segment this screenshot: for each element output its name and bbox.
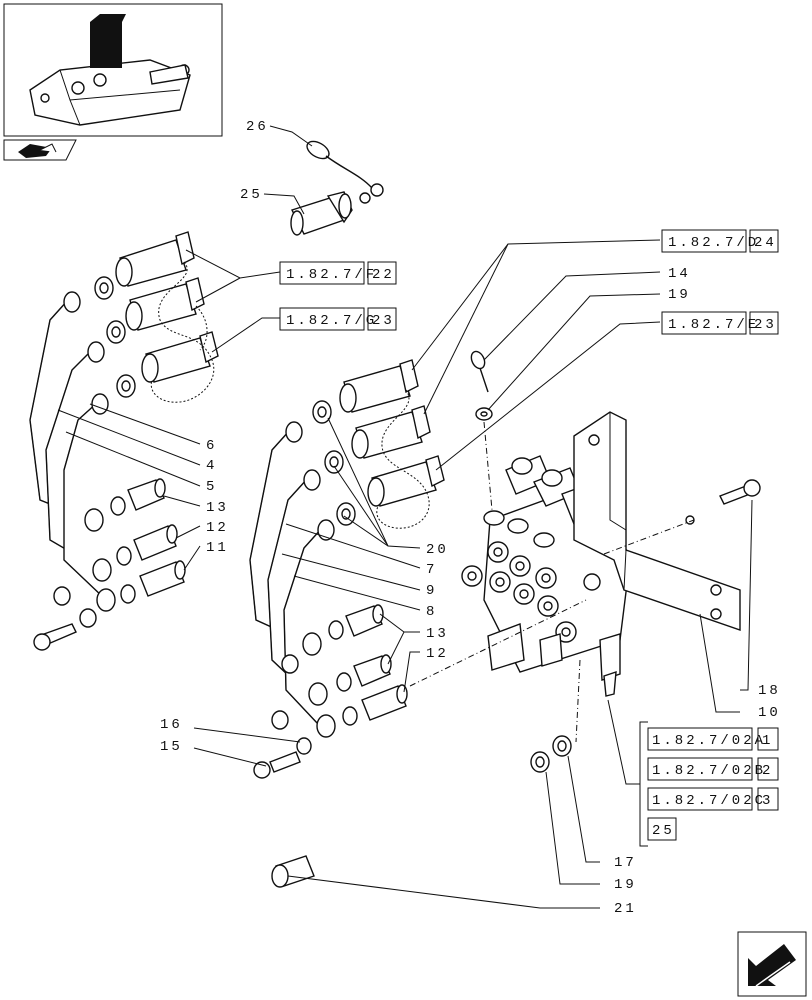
seals-left xyxy=(94,276,136,398)
ref-num: 24 xyxy=(754,235,777,251)
callout-17: 17 xyxy=(614,855,637,871)
part-17-19-washers xyxy=(530,735,572,773)
ref-code: 1.82.7/D xyxy=(668,235,759,251)
center-lines xyxy=(409,421,695,743)
callout-13-left: 13 xyxy=(206,500,229,516)
callout-19-top: 19 xyxy=(668,287,691,303)
ref-box-1-82-7-f[interactable]: 1.82.7/F 22 xyxy=(279,261,397,285)
mounting-bracket xyxy=(573,411,741,631)
ref-box-1-82-7-02c[interactable]: 1.82.7/02C 3 xyxy=(647,787,779,811)
callout-18: 18 xyxy=(758,683,781,699)
ref-box-1-82-7-02a[interactable]: 1.82.7/02A 1 xyxy=(647,727,779,751)
callout-10: 10 xyxy=(758,705,781,721)
ref-num: 2 xyxy=(762,763,773,779)
hoses-left xyxy=(29,291,116,612)
part-18-bolt xyxy=(719,479,761,505)
ref-box-1-82-7-02b[interactable]: 1.82.7/02B 2 xyxy=(647,757,779,781)
ref-box-25[interactable]: 25 xyxy=(647,817,677,841)
ref-code: 1.82.7/G xyxy=(286,313,377,329)
callout-12-left: 12 xyxy=(206,520,229,536)
part-25-dust-cap xyxy=(290,191,353,236)
callout-numbers: 26 25 6 4 5 13 12 11 14 19 20 7 9 8 13 1… xyxy=(160,119,781,917)
adapters-center xyxy=(253,604,408,779)
ref-box-1-82-7-g[interactable]: 1.82.7/G 23 xyxy=(279,307,397,331)
ref-code: 1.82.7/E xyxy=(668,317,759,333)
callout-14: 14 xyxy=(668,266,691,282)
seals-center xyxy=(312,400,356,526)
callout-20: 20 xyxy=(426,542,449,558)
next-page-arrow-icon[interactable] xyxy=(737,931,807,997)
part-21-plug xyxy=(271,855,315,888)
coupler-group-center xyxy=(339,359,445,529)
callout-12-center: 12 xyxy=(426,646,449,662)
ref-box-1-82-7-e[interactable]: 1.82.7/E 23 xyxy=(661,311,779,335)
callout-21: 21 xyxy=(614,901,637,917)
callout-26: 26 xyxy=(246,119,269,135)
ref-bracket-group xyxy=(639,721,648,847)
part-26-lanyard xyxy=(306,140,384,204)
leader-lines xyxy=(57,125,753,909)
ref-code: 1.82.7/02C xyxy=(652,793,766,809)
callout-15: 15 xyxy=(160,739,183,755)
ref-num: 3 xyxy=(762,793,773,809)
callout-11: 11 xyxy=(206,540,229,556)
ref-code: 1.82.7/02B xyxy=(652,763,766,779)
callout-6: 6 xyxy=(206,438,217,454)
callout-9: 9 xyxy=(426,583,437,599)
ref-code: 1.82.7/02A xyxy=(652,733,766,749)
callout-19-bottom: 19 xyxy=(614,877,637,893)
callout-4: 4 xyxy=(206,458,217,474)
ref-box-1-82-7-d[interactable]: 1.82.7/D 24 xyxy=(661,229,779,253)
ref-num: 22 xyxy=(372,267,395,283)
hoses-center xyxy=(249,421,336,738)
ref-num: 25 xyxy=(652,823,675,839)
callout-7: 7 xyxy=(426,562,437,578)
reference-boxes: 1.82.7/F 22 1.82.7/G 23 1.82.7/D 24 1.82… xyxy=(279,229,779,847)
ref-num: 23 xyxy=(754,317,777,333)
callout-13-center: 13 xyxy=(426,626,449,642)
locator-thumbnail[interactable] xyxy=(3,3,223,137)
callout-5: 5 xyxy=(206,479,217,495)
ref-num: 1 xyxy=(762,733,773,749)
part-14-eye-bolt xyxy=(470,350,493,421)
callout-8: 8 xyxy=(426,604,437,620)
coupler-group-left xyxy=(115,231,219,403)
ref-code: 1.82.7/F xyxy=(286,267,377,283)
adapters-left xyxy=(33,478,186,651)
callout-16: 16 xyxy=(160,717,183,733)
callout-25: 25 xyxy=(240,187,263,203)
view-icon[interactable] xyxy=(3,139,77,161)
ref-num: 23 xyxy=(372,313,395,329)
